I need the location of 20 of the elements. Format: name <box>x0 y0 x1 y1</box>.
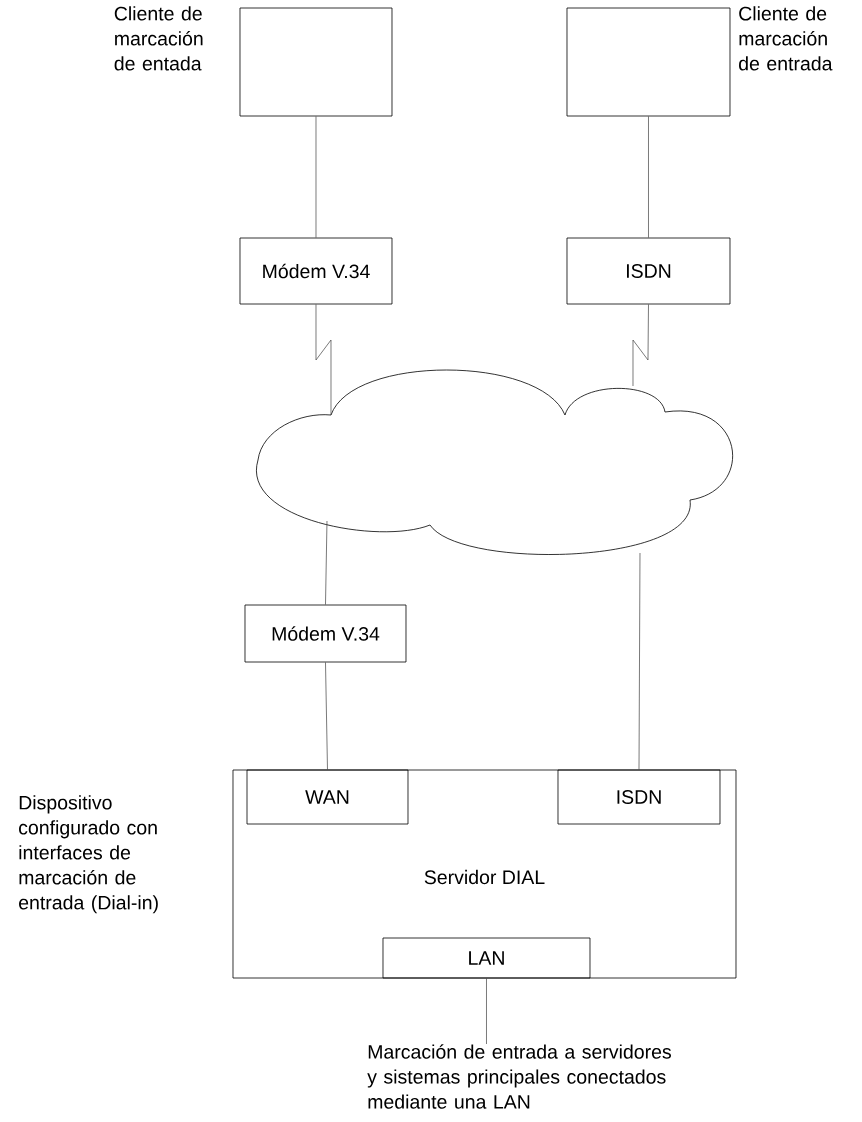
lightning-line <box>315 304 332 416</box>
interface-box: WAN <box>246 769 409 825</box>
description-text: Marcación de entrada a servidores y sistemas principales conectados mediante una LAN <box>367 1044 671 1109</box>
connector-line <box>325 662 328 770</box>
connector-line <box>648 116 649 238</box>
connector-line <box>325 520 328 605</box>
connector-line <box>315 116 317 238</box>
network-cloud <box>256 369 733 555</box>
connector-line <box>486 978 487 1045</box>
interface-box: LAN <box>382 937 591 979</box>
modem-box: Módem V.34 <box>244 604 407 663</box>
client-label: Cliente de marcación de entrada <box>739 6 833 71</box>
client-label: Cliente de marcación de entada <box>114 6 203 71</box>
device-description: Dispositivo configurado con interfaces de marcación de entrada (Dial-in) <box>19 795 158 914</box>
modem-box: Módem V.34 <box>239 237 393 305</box>
connector-line <box>638 552 641 770</box>
lightning-line <box>632 304 649 387</box>
server-label: Servidor DIAL <box>424 869 545 885</box>
interface-box: ISDN <box>557 769 721 825</box>
isdn-box: ISDN <box>566 237 731 305</box>
